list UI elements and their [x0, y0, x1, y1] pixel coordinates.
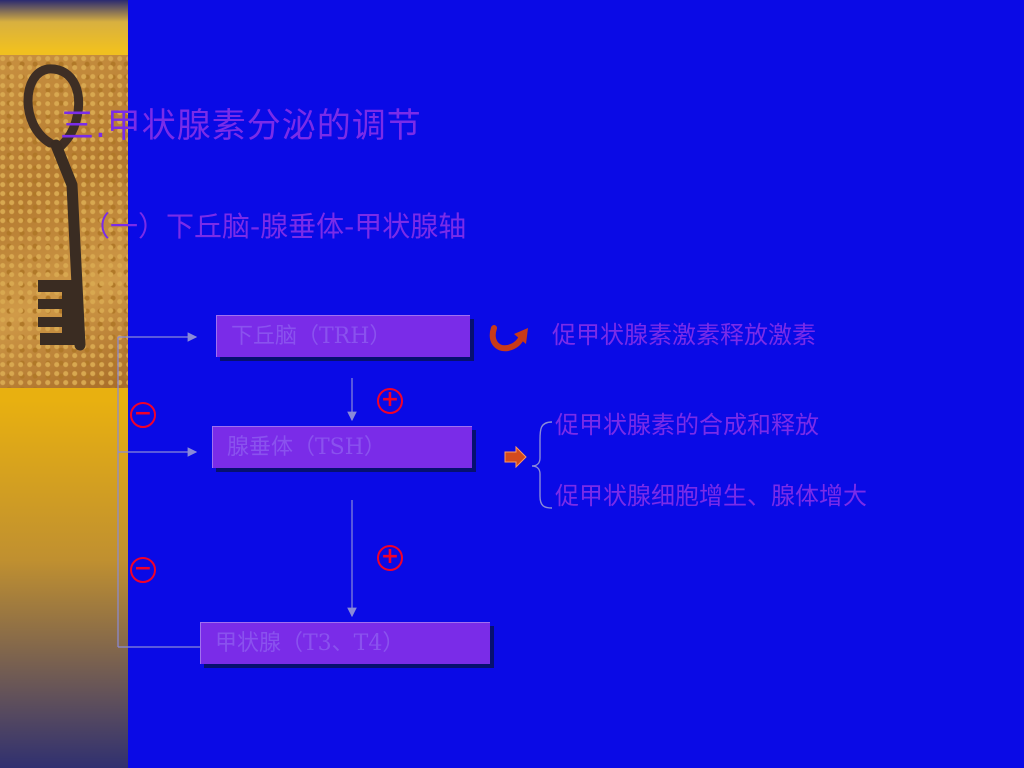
hypothalamus-box: 下丘脑（TRH）: [216, 315, 470, 357]
key-image: [0, 55, 128, 388]
curved-arrow-icon: [489, 325, 528, 352]
hypothalamus-label: 下丘脑（TRH）: [231, 324, 392, 349]
plus-sign-1: +: [377, 388, 403, 414]
right-arrow-icon: [504, 446, 527, 468]
tsh-effect-text-2: 促甲状腺细胞增生、腺体增大: [555, 482, 867, 510]
slide-subtitle: （一）下丘脑-腺垂体-甲状腺轴: [82, 210, 467, 243]
minus-sign-2: −: [130, 557, 156, 583]
key-icon: [23, 64, 86, 351]
tsh-effect-text-1: 促甲状腺素的合成和释放: [555, 411, 819, 439]
thyroid-label: 甲状腺（T3、T4）: [215, 631, 405, 656]
slide-title: 三.甲状腺素分泌的调节: [60, 106, 422, 146]
pituitary-label: 腺垂体（TSH）: [227, 435, 386, 460]
thyroid-box: 甲状腺（T3、T4）: [200, 622, 490, 664]
plus-sign-2: +: [377, 545, 403, 571]
pituitary-box: 腺垂体（TSH）: [212, 426, 472, 468]
minus-sign-1: −: [130, 402, 156, 428]
trh-effect-text: 促甲状腺素激素释放激素: [552, 321, 816, 349]
